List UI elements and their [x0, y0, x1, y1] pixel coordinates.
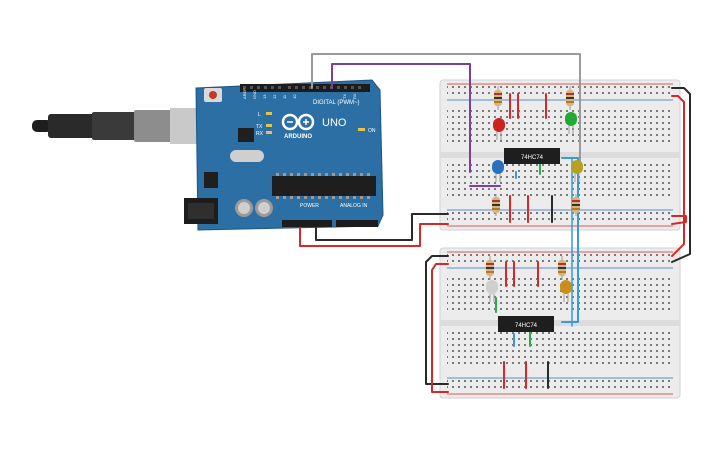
wire-black-gnd[interactable] — [315, 213, 449, 241]
on-led-label: ON — [368, 128, 376, 134]
led-blue[interactable] — [492, 160, 504, 182]
analog-header-label: ANALOG IN — [340, 203, 368, 209]
power-rail-top — [447, 86, 673, 98]
svg-text:RX: RX — [352, 93, 357, 99]
led-red[interactable] — [493, 118, 505, 140]
dc-jack-icon — [184, 198, 218, 224]
wire-black-rail-left[interactable] — [425, 255, 449, 385]
flipflop-chip-top[interactable]: 74HC74 — [504, 148, 560, 164]
l-led — [266, 112, 272, 115]
power-rail-top — [447, 254, 673, 266]
breadboard-top[interactable] — [439, 79, 681, 231]
terminal-strip-top-b — [447, 164, 673, 196]
terminal-strip-top-a — [447, 110, 673, 142]
l-led-label: L — [258, 112, 261, 118]
svg-text:10: 10 — [292, 94, 297, 99]
wire-red-rail-right[interactable] — [671, 95, 685, 257]
wire-red-rail-right-2[interactable] — [671, 215, 687, 225]
terminal-strip-bottom-a — [447, 278, 673, 310]
led-green[interactable] — [565, 112, 577, 134]
svg-text:GND: GND — [252, 90, 257, 99]
chip-label-bottom: 74HC74 — [515, 323, 538, 329]
analog-header — [336, 220, 378, 227]
wire-blue-link[interactable] — [561, 157, 579, 323]
svg-text:13: 13 — [262, 94, 267, 99]
voltage-regulator — [204, 172, 218, 188]
svg-text:11: 11 — [282, 94, 287, 99]
power-rail-bottom — [447, 380, 673, 392]
terminal-strip-bottom-b — [447, 332, 673, 364]
usb-plug-icon — [32, 108, 198, 144]
arduino-uno-board[interactable]: DIGITAL (PWM~) AREF GND 13 12 11 10 TX R… — [184, 79, 384, 231]
power-header-label: POWER — [300, 203, 319, 209]
svg-text:TX: TX — [342, 94, 347, 99]
resistor-6[interactable] — [558, 256, 566, 280]
usb-controller-chip — [238, 128, 254, 142]
reset-button-cap[interactable] — [209, 91, 217, 99]
tx-led — [266, 124, 272, 127]
brand-label: ARDUINO — [284, 134, 312, 140]
digital-header-label: DIGITAL (PWM~) — [313, 100, 360, 106]
wire-red-rail-left[interactable] — [431, 263, 449, 393]
resistor-3[interactable] — [492, 194, 500, 216]
on-led — [358, 128, 365, 131]
wire-gray-clock[interactable] — [311, 53, 581, 171]
led-white[interactable] — [486, 280, 498, 302]
power-header — [282, 220, 332, 227]
resistor-1[interactable] — [494, 86, 502, 110]
svg-text:AREF: AREF — [242, 88, 247, 99]
led-yellow[interactable] — [571, 160, 583, 182]
wire-purple-data[interactable] — [331, 63, 471, 173]
crystal-oscillator — [230, 150, 264, 162]
led-orange[interactable] — [560, 280, 572, 302]
arduino-logo-icon — [281, 113, 315, 131]
model-label: UNO — [322, 117, 347, 129]
power-rail-bottom — [447, 212, 673, 224]
flipflop-chip-bottom[interactable]: 74HC74 — [498, 316, 554, 332]
rx-led-label: RX — [256, 131, 264, 137]
resistor-4[interactable] — [572, 194, 580, 216]
chip-label-top: 74HC74 — [521, 155, 544, 161]
tx-led-label: TX — [256, 124, 263, 130]
rx-led — [266, 131, 272, 134]
wire-red-5v[interactable] — [299, 223, 449, 247]
atmega-chip — [272, 176, 376, 196]
resistor-5[interactable] — [486, 256, 494, 280]
breadboard-bottom[interactable] — [439, 247, 681, 399]
resistor-2[interactable] — [566, 86, 574, 110]
svg-text:12: 12 — [272, 94, 277, 99]
wire-black-rail-right[interactable] — [671, 87, 691, 263]
